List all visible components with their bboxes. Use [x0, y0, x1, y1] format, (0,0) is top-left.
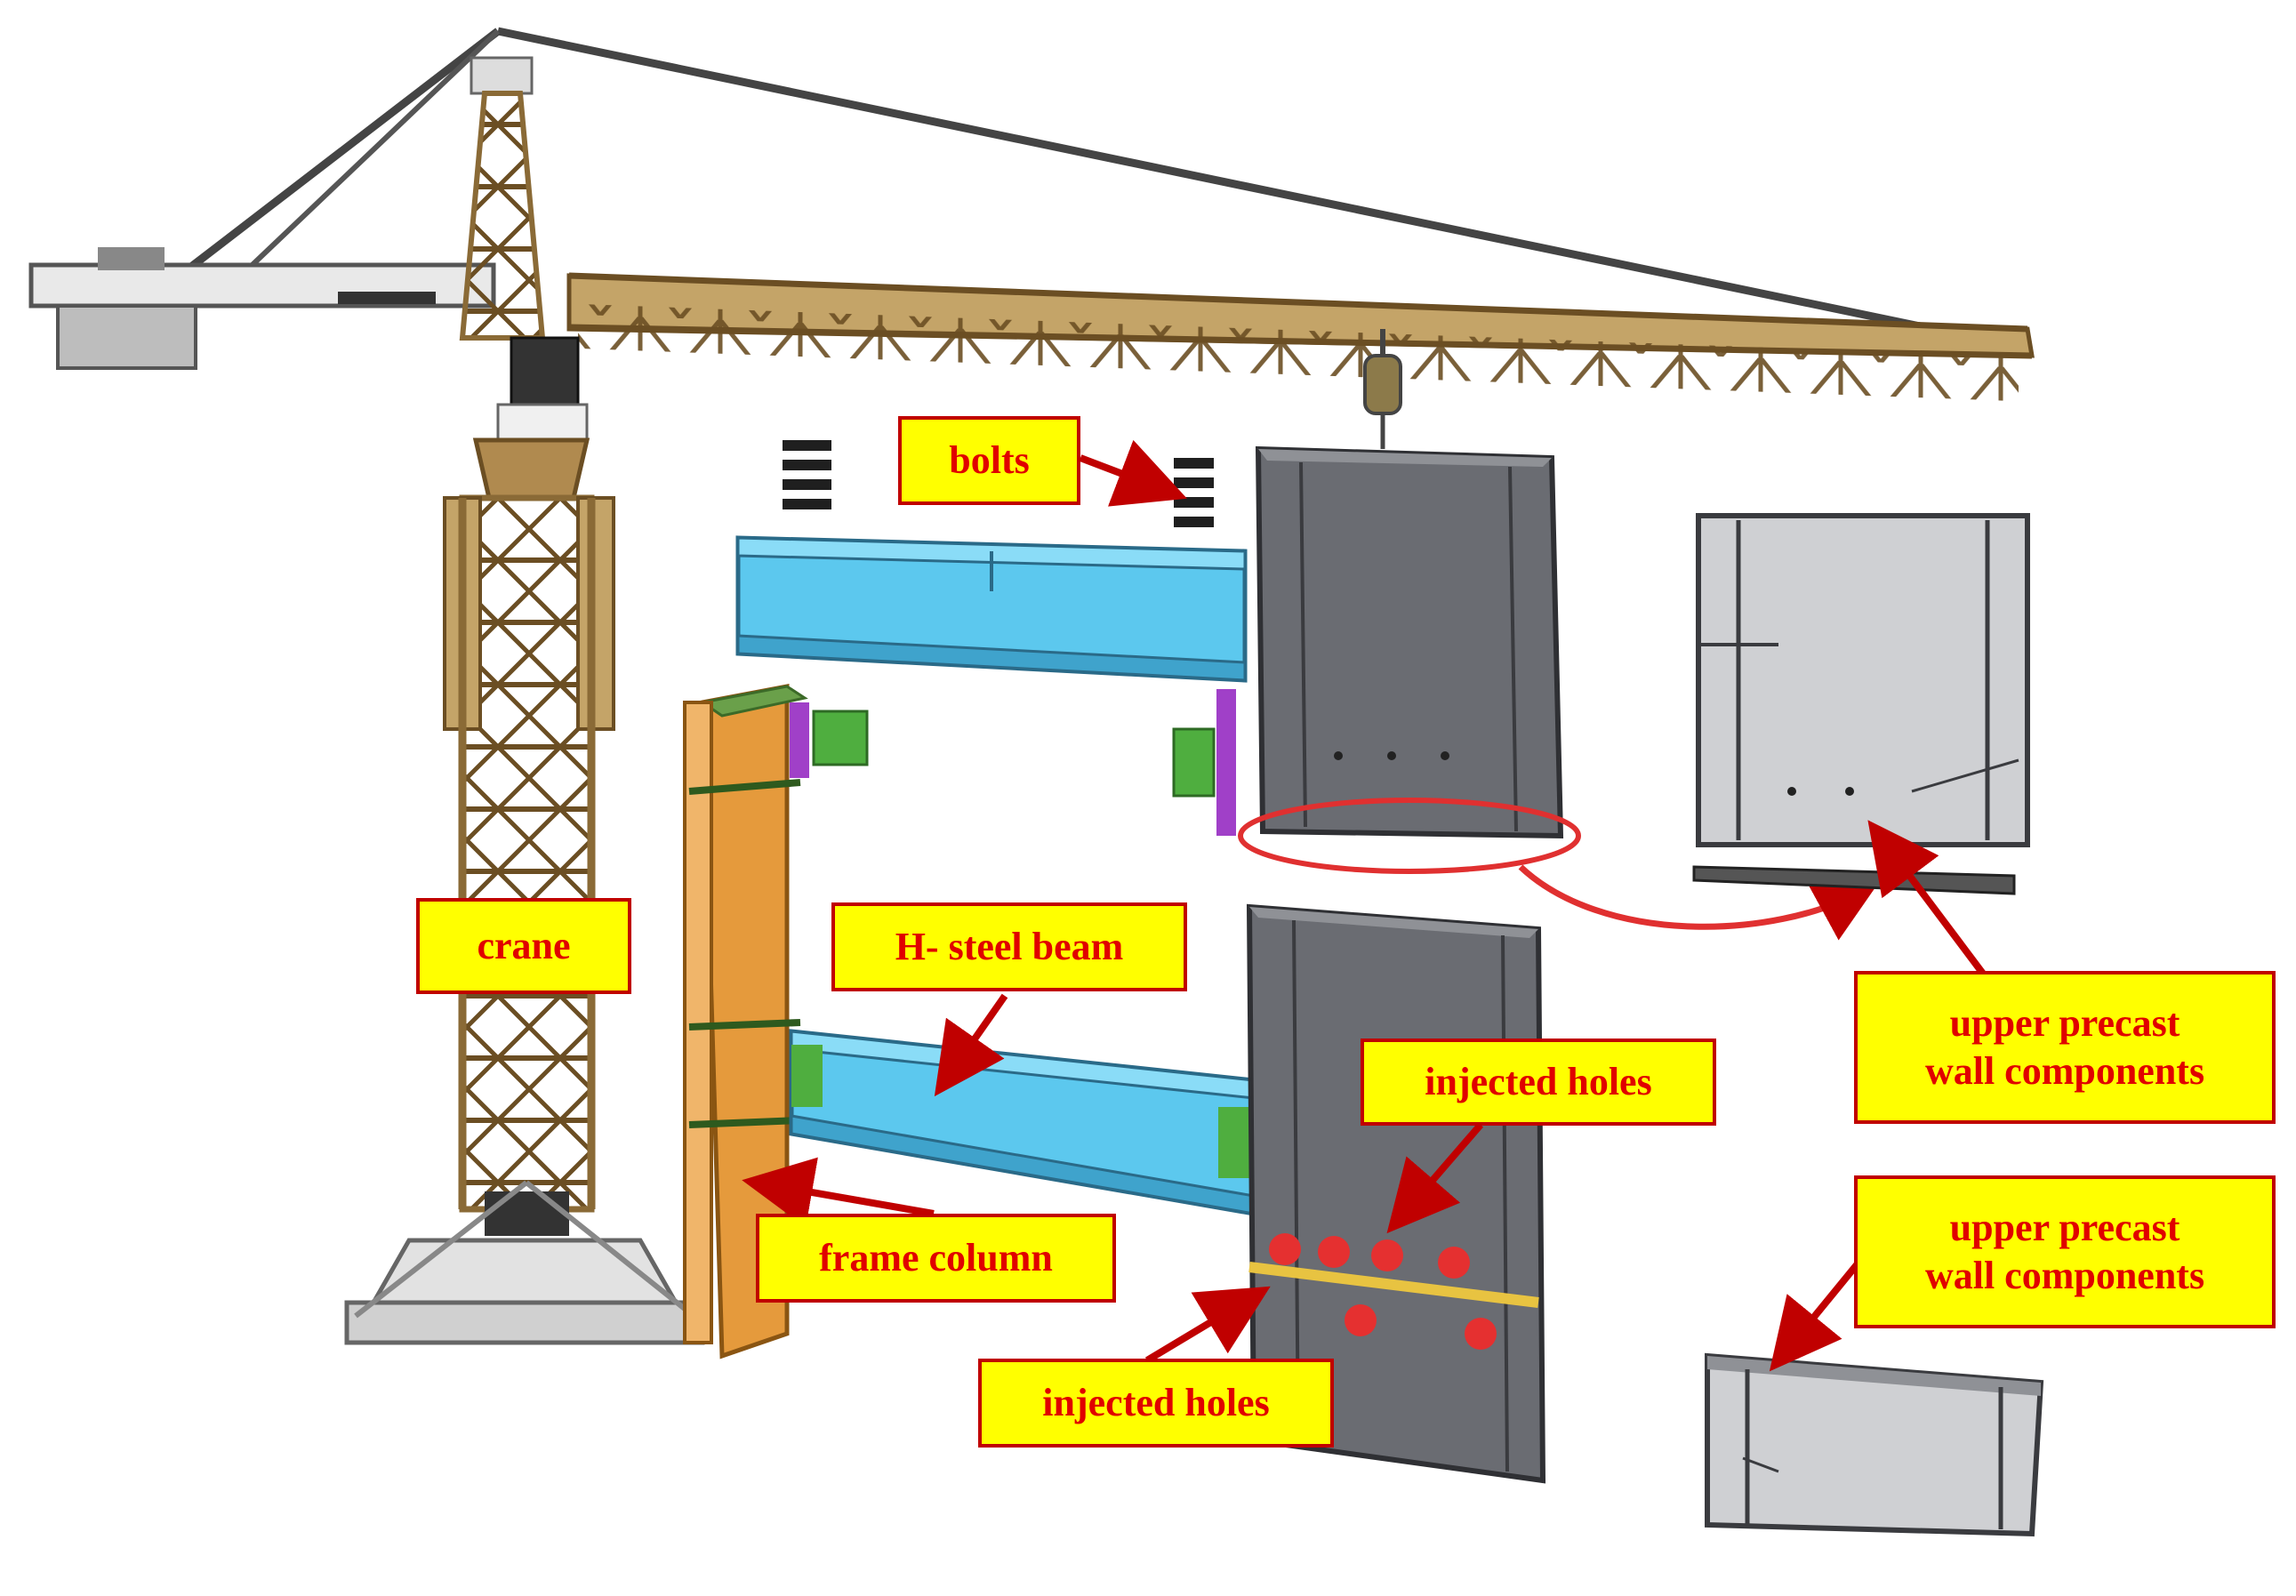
bolt-group-left — [783, 440, 831, 509]
label-injected-holes-lower: injected holes — [978, 1359, 1334, 1448]
arrow-h-beam — [934, 993, 1008, 1097]
arrow-injected-upper — [1386, 1122, 1484, 1234]
label-upper-precast-2-line2: wall components — [1924, 1254, 2205, 1297]
label-frame-column-text: frame column — [819, 1236, 1053, 1280]
injected-hole-markers — [1269, 1233, 1497, 1350]
arrow-bolts — [1079, 439, 1187, 507]
arrow-injected-lower — [1144, 1286, 1271, 1364]
label-h-steel-beam-text: H- steel beam — [895, 925, 1124, 969]
lower-h-steel-beam — [789, 1029, 1256, 1216]
label-injected-holes-upper: injected holes — [1361, 1039, 1716, 1126]
label-frame-column: frame column — [756, 1214, 1116, 1303]
crane-base — [369, 1238, 680, 1305]
arrow-precast-2 — [1769, 1260, 1862, 1372]
label-crane: crane — [416, 898, 631, 994]
label-injected-holes-upper-text: injected holes — [1425, 1060, 1652, 1104]
arrow-frame-column — [742, 1157, 935, 1228]
crane-hook-block — [1363, 354, 1402, 415]
transfer-curve-arrow — [1518, 864, 1879, 941]
label-bolts: bolts — [898, 416, 1080, 505]
connector-plate-left — [790, 702, 809, 778]
precast-panel-upper-right — [1692, 513, 2030, 895]
label-h-steel-beam: H- steel beam — [831, 902, 1187, 991]
crane-stay-cable — [497, 27, 2019, 351]
bolt-group-right — [1174, 458, 1214, 527]
label-upper-precast-2-line1: upper precast — [1949, 1206, 2180, 1250]
counterweight — [56, 304, 197, 370]
label-upper-precast-2: upper precast wall components — [1854, 1175, 2276, 1328]
label-injected-holes-lower-text: injected holes — [1042, 1381, 1270, 1425]
label-crane-text: crane — [477, 924, 571, 968]
panel-seam — [1248, 1262, 1539, 1308]
precast-panel-lower-right — [1705, 1352, 2044, 1537]
crane-top-mast — [459, 91, 546, 341]
label-upper-precast-1-line2: wall components — [1924, 1049, 2205, 1093]
crane-counter-cable — [189, 28, 501, 270]
label-upper-precast-1-line1: upper precast — [1949, 1001, 2180, 1046]
crane-mast — [459, 494, 595, 1213]
label-bolts-text: bolts — [949, 438, 1030, 483]
upper-wall-panel — [1255, 445, 1564, 839]
tower-crane — [28, 27, 2035, 1345]
upper-h-steel-beam — [735, 535, 1248, 683]
callout-arrows — [742, 439, 1987, 1372]
crane-cab — [510, 336, 580, 406]
connector-plate-right — [1216, 689, 1236, 836]
highlight-ellipse — [1238, 798, 1581, 874]
label-upper-precast-1: upper precast wall components — [1854, 971, 2276, 1124]
arrow-precast-1 — [1867, 820, 1987, 976]
